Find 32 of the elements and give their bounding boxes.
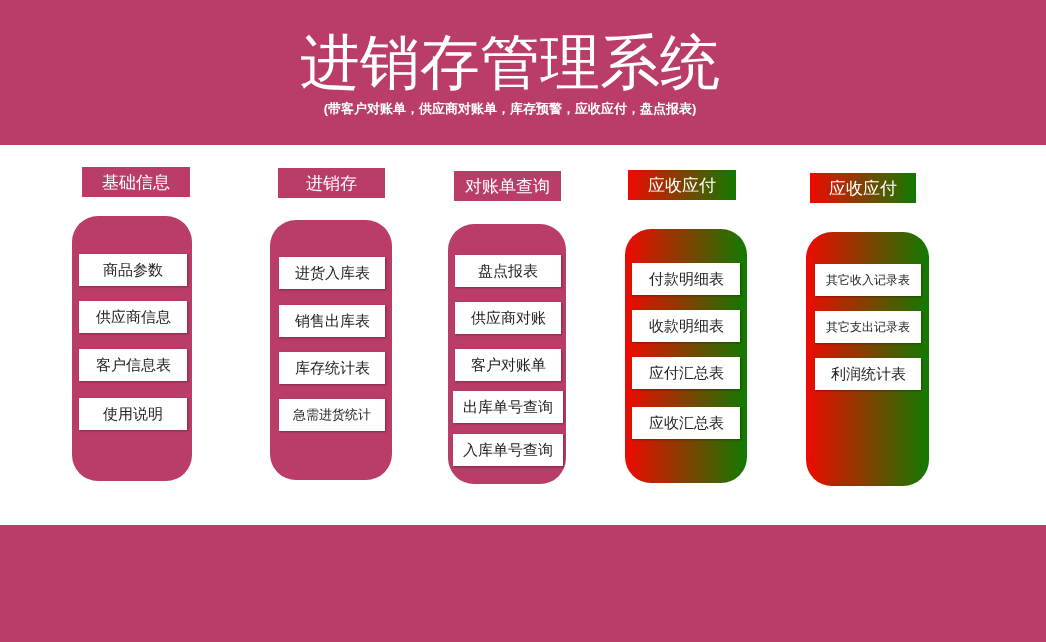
- menu-panel: [270, 220, 392, 480]
- menu-item: 库存统计表: [279, 352, 385, 384]
- menu-item: 应付汇总表: [632, 357, 740, 389]
- menu-item: 急需进货统计: [279, 399, 385, 431]
- subtitle: (带客户对账单，供应商对账单，库存预警，应收应付，盘点报表): [322, 100, 698, 118]
- menu-panel: [806, 232, 929, 486]
- menu-panel: [72, 216, 192, 481]
- menu-item: 其它支出记录表: [815, 311, 921, 343]
- menu-item: 收款明细表: [632, 310, 740, 342]
- menu-item: 销售出库表: [279, 305, 385, 337]
- section-heading: 对账单查询: [454, 171, 561, 201]
- menu-panel: [448, 224, 566, 484]
- menu-panel: [625, 229, 747, 483]
- section-heading: 基础信息: [82, 167, 190, 197]
- menu-item: 付款明细表: [632, 263, 740, 295]
- menu-item: 供应商信息: [79, 301, 187, 333]
- menu-item: 商品参数: [79, 254, 187, 286]
- menu-item: 利润统计表: [815, 358, 921, 390]
- menu-item: 出库单号查询: [453, 391, 563, 423]
- section-heading: 应收应付: [810, 173, 916, 203]
- menu-item: 其它收入记录表: [815, 264, 921, 296]
- menu-item: 使用说明: [79, 398, 187, 430]
- menu-item: 入库单号查询: [453, 434, 563, 466]
- menu-item: 应收汇总表: [632, 407, 740, 439]
- title: 进销存管理系统: [299, 26, 721, 99]
- menu-item: 供应商对账: [455, 302, 561, 334]
- menu-item: 进货入库表: [279, 257, 385, 289]
- menu-item: 客户对账单: [455, 349, 561, 381]
- section-heading: 应收应付: [628, 170, 736, 200]
- menu-item: 客户信息表: [79, 349, 187, 381]
- section-heading: 进销存: [278, 168, 385, 198]
- menu-item: 盘点报表: [455, 255, 561, 287]
